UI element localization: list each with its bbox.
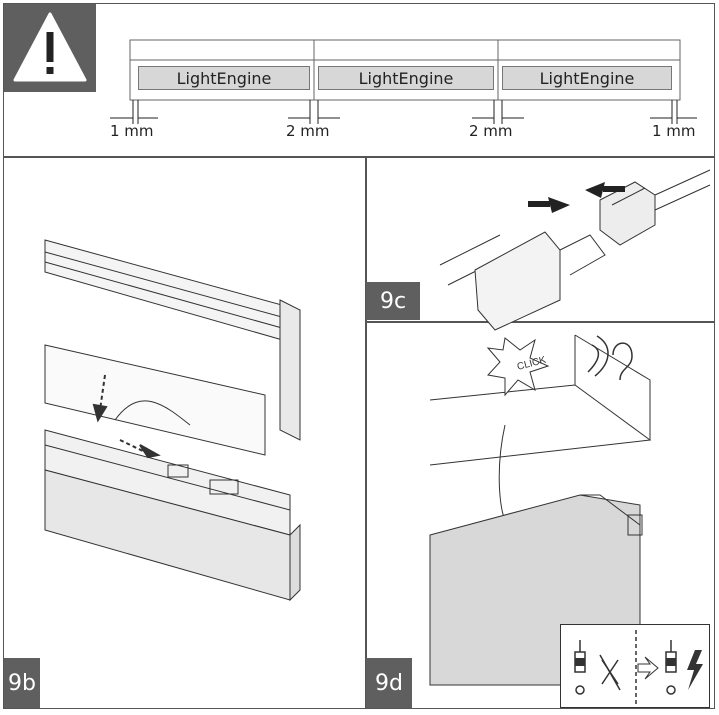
plug-crossed-icon	[599, 654, 621, 691]
gap-mid-1: 2 mm	[286, 122, 330, 140]
panel-label-9c: 9c	[366, 282, 420, 320]
gap-left: 1 mm	[110, 122, 154, 140]
light-engine-1: LightEngine	[138, 66, 310, 90]
panel-label-9d: 9d	[366, 658, 412, 708]
light-engine-2: LightEngine	[318, 66, 494, 90]
gap-right: 1 mm	[652, 122, 696, 140]
middle-divider	[365, 156, 367, 709]
right-divider	[365, 321, 715, 323]
panel-label-9b: 9b	[4, 658, 40, 708]
instruction-sheet	[3, 3, 715, 709]
gap-mid-2: 2 mm	[469, 122, 513, 140]
voltage-icon	[687, 650, 703, 690]
top-divider	[3, 156, 715, 158]
light-engine-3: LightEngine	[502, 66, 672, 90]
